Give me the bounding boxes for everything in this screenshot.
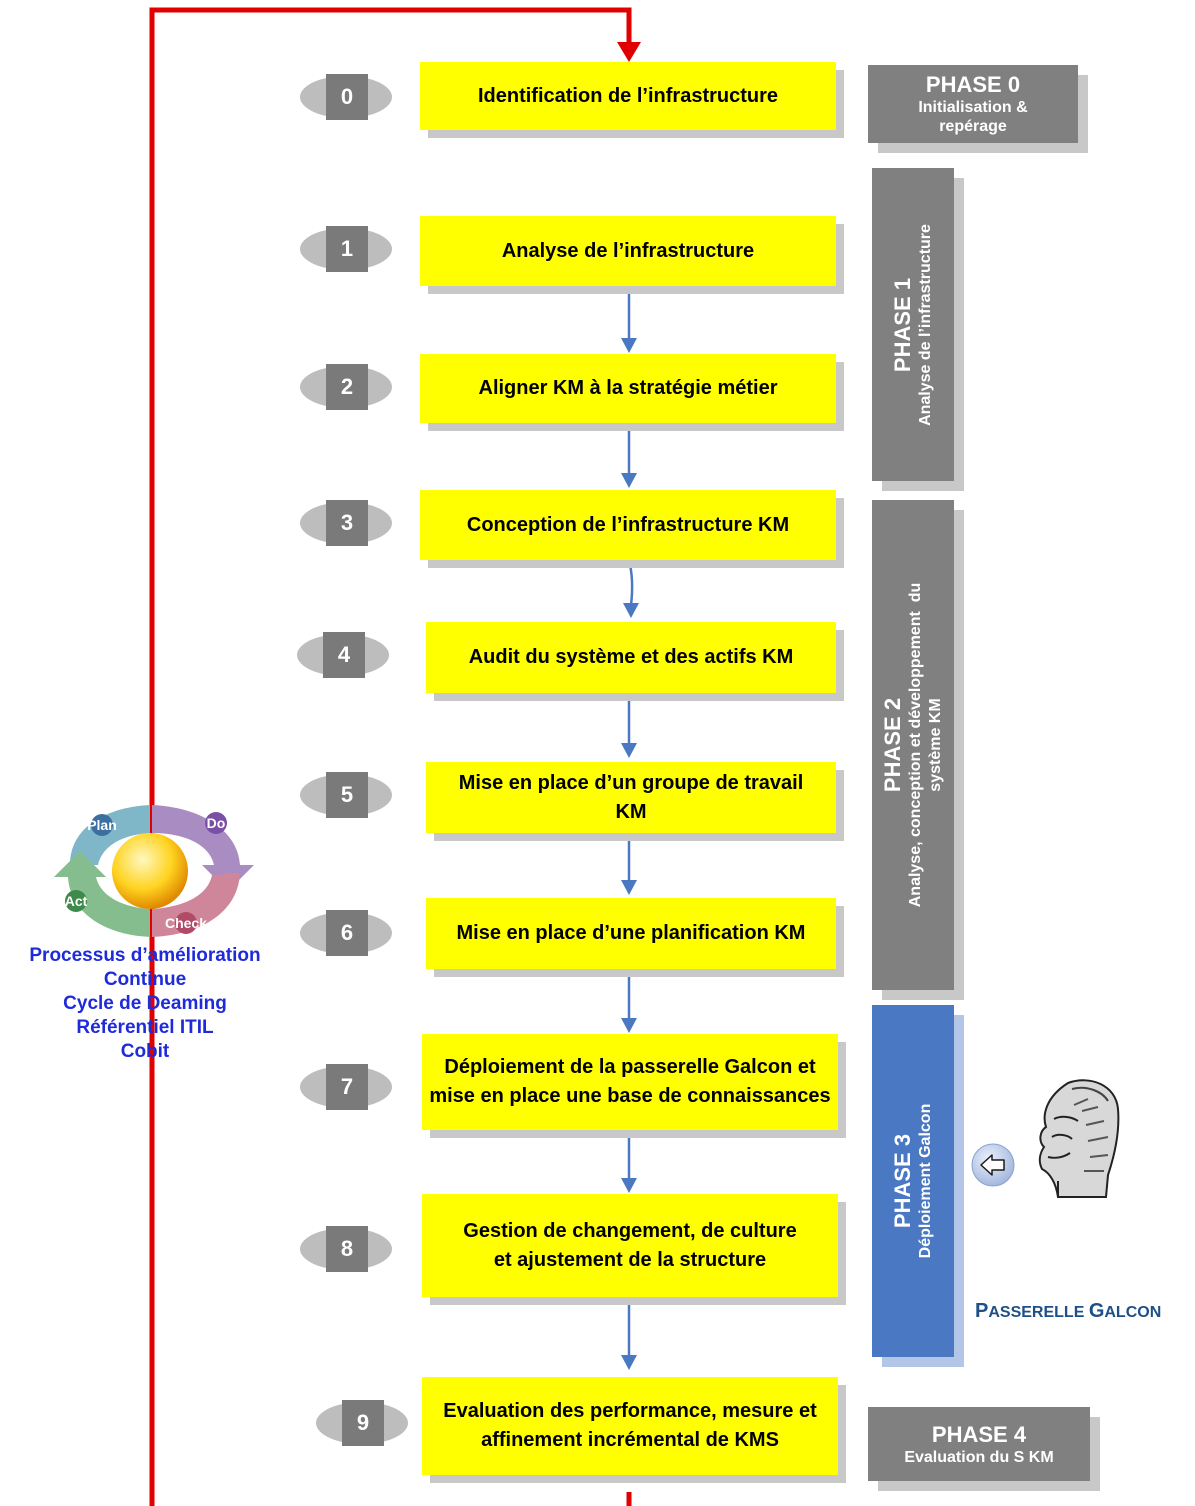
phase-1-box: PHASE 1 Analyse de l’infrastructure [872,168,954,481]
step-number-9: 9 [342,1400,384,1446]
step-label-0: Identification de l’infrastructure [477,84,779,107]
step-box-7: Déploiement de la passerelle Galcon et m… [422,1034,838,1130]
step-box-4: Audit du système et des actifs KM [426,622,836,693]
step-number-5: 5 [326,772,368,818]
phase-1-title: PHASE 1 [890,277,915,372]
step-badge-4: 4 [297,632,389,678]
phase-2-title: PHASE 2 [880,697,905,793]
step-badge-3: 3 [300,500,392,546]
pdca-caption-line-1: Processus d’amélioration [29,945,261,966]
galcon-label-part1: ASSERELLE [988,1304,1089,1321]
pdca-caption-line-5: Cobit [120,1041,170,1062]
step-label-5: Mise en place d’un groupe de travail KM [458,771,804,823]
step-badge-8: 8 [300,1226,392,1272]
phase-3-box: PHASE 3 Déploiement Galcon [872,1005,954,1357]
step-number-4: 4 [323,632,365,678]
phase-3-title: PHASE 3 [890,1133,915,1229]
galcon-portrait-icon [1038,1079,1120,1198]
step-box-9: Evaluation des performance, mesure et af… [422,1377,838,1475]
phase-3-subtitle: Déploiement Galcon [917,1103,934,1259]
galcon-label: PASSERELLE GALCON [975,1300,1185,1323]
pdca-do: Do [207,815,226,831]
pdca-caption: Processus d’amélioration Continue Cycle … [0,944,290,1064]
arrow-left-icon [971,1143,1015,1187]
pdca-plan: Plan [87,817,117,833]
step-box-3: Conception de l’infrastructure KM [420,490,836,560]
step-label-4: Audit du système et des actifs KM [468,646,794,668]
step-number-3: 3 [326,500,368,546]
step-badge-6: 6 [300,910,392,956]
phase-0-box: PHASE 0 Initialisation &repérage [868,65,1078,143]
phase-0-title: PHASE 0 [925,72,1021,97]
step-number-8: 8 [326,1226,368,1272]
pdca-caption-line-4: Référentiel ITIL [76,1017,214,1038]
step-box-6: Mise en place d’une planification KM [426,898,836,969]
step-label-2: Aligner KM à la stratégie métier [478,377,778,399]
step-number-0: 0 [326,74,368,120]
step-label-9: Evaluation des performance, mesure et af… [443,1400,817,1451]
step-box-8: Gestion de changement, de culture et aju… [422,1194,838,1297]
phase-4-box: PHASE 4 Evaluation du S KM [868,1407,1090,1481]
step-label-8: Gestion de changement, de culture et aju… [463,1219,797,1271]
galcon-label-p: P [975,1300,989,1322]
step-badge-2: 2 [300,364,392,410]
step-number-7: 7 [326,1064,368,1110]
step-box-0: Identification de l’infrastructure [420,62,836,130]
pdca-act: Act [65,893,88,909]
step-badge-9: 9 [316,1400,408,1446]
step-badge-5: 5 [300,772,392,818]
step-label-6: Mise en place d’une planification KM [456,922,806,944]
phase-0-subtitle: Initialisation &repérage [918,99,1028,135]
step-label-3: Conception de l’infrastructure KM [466,513,790,536]
step-number-6: 6 [326,910,368,956]
step-number-2: 2 [326,364,368,410]
step-box-5: Mise en place d’un groupe de travail KM [426,762,836,833]
pdca-cycle-icon: Plan Do Check Act [54,805,254,937]
step-number-1: 1 [326,226,368,272]
step-label-7: Déploiement de la passerelle Galcon et m… [429,1056,831,1107]
galcon-label-part2: ALCON [1104,1304,1162,1321]
phase-2-box: PHASE 2 Analyse, conception et développe… [872,500,954,990]
step-box-1: Analyse de l’infrastructure [420,216,836,286]
step-badge-7: 7 [300,1064,392,1110]
pdca-caption-line-2: Continue [103,969,187,990]
pdca-caption-line-3: Cycle de Deaming [63,993,227,1014]
step-label-1: Analyse de l’infrastructure [501,239,755,262]
pdca-check: Check [165,915,207,931]
phase-4-subtitle: Evaluation du S KM [904,1448,1054,1466]
step-badge-0: 0 [300,74,392,120]
step-badge-1: 1 [300,226,392,272]
phase-4-title: PHASE 4 [931,1421,1027,1447]
phase-1-subtitle: Analyse de l’infrastructure [917,223,934,426]
step-box-2: Aligner KM à la stratégie métier [420,354,836,423]
galcon-label-g: G [1088,1300,1105,1322]
